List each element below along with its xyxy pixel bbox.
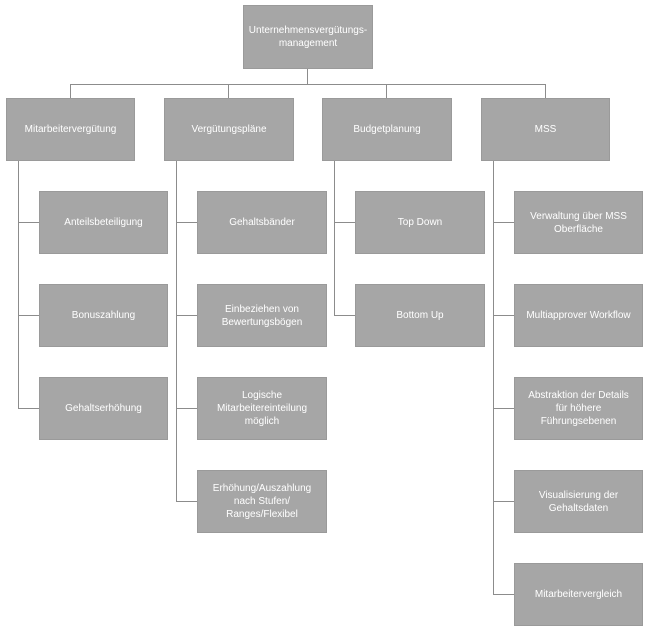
connector-col1-up — [70, 84, 71, 98]
child-node: Logische Mitarbeitereinteilung möglich — [197, 377, 327, 440]
connector-col2-branch — [176, 501, 197, 502]
connector-col2-branch — [176, 408, 197, 409]
connector-col4-branch — [493, 315, 514, 316]
connector-col4-branch — [493, 594, 514, 595]
connector-col4-vertical — [493, 161, 494, 594]
child-label: Bonuszahlung — [71, 310, 136, 321]
connector-col4-branch — [493, 222, 514, 223]
connector-col2-vertical — [176, 161, 177, 501]
child-label: Gehaltsbänder — [229, 217, 295, 228]
child-node: Mitarbeitervergleich — [514, 563, 643, 626]
connector-col1-branch — [18, 315, 39, 316]
child-label: Erhöhung/Auszahlung nach Stufen/ Ranges/… — [212, 483, 312, 520]
connector-col4-up — [545, 84, 546, 98]
connector-col3-up — [386, 84, 387, 98]
child-label: Mitarbeitervergleich — [534, 589, 623, 600]
child-label: Einbeziehen von Bewertungsbögen — [221, 303, 303, 328]
column-header-verguetungsplaene: Vergütungspläne — [164, 98, 294, 161]
child-node: Erhöhung/Auszahlung nach Stufen/ Ranges/… — [197, 470, 327, 533]
child-label: Top Down — [397, 217, 443, 228]
child-label: Anteilsbeteiligung — [64, 217, 143, 228]
child-label: Bottom Up — [396, 310, 444, 321]
child-node: Verwaltung über MSS Oberfläche — [514, 191, 643, 254]
child-node: Top Down — [355, 191, 485, 254]
child-label: Gehaltserhöhung — [65, 403, 142, 414]
column-header-mitarbeiterverguetung: Mitarbeitervergütung — [6, 98, 135, 161]
child-label: Multiapprover Workflow — [526, 310, 631, 321]
child-node: Bottom Up — [355, 284, 485, 347]
child-node: Visualisierung der Gehaltsdaten — [514, 470, 643, 533]
child-node: Abstraktion der Details für höhere Führu… — [514, 377, 643, 440]
child-node: Bonuszahlung — [39, 284, 168, 347]
connector-col1-vertical — [18, 161, 19, 408]
connector-col4-branch — [493, 501, 514, 502]
column-header-mss: MSS — [481, 98, 610, 161]
column-header-budgetplanung: Budgetplanung — [322, 98, 452, 161]
connector-col4-branch — [493, 408, 514, 409]
child-node: Gehaltserhöhung — [39, 377, 168, 440]
connector-col1-branch — [18, 222, 39, 223]
child-label: Visualisierung der Gehaltsdaten — [538, 489, 619, 514]
child-node: Multiapprover Workflow — [514, 284, 643, 347]
connector-col1-branch — [18, 408, 39, 409]
connector-col3-vertical — [334, 161, 335, 315]
column-title: Vergütungspläne — [191, 124, 267, 135]
root-node: Unternehmensvergütungs- management — [243, 5, 373, 69]
column-title: Budgetplanung — [353, 124, 421, 135]
connector-col2-up — [228, 84, 229, 98]
connector-root-down — [307, 69, 308, 85]
root-label: Unternehmensvergütungs- management — [248, 25, 368, 49]
connector-col2-branch — [176, 222, 197, 223]
connector-level1-horizontal — [70, 84, 545, 85]
connector-col2-branch — [176, 315, 197, 316]
child-label: Logische Mitarbeitereinteilung möglich — [216, 390, 308, 427]
column-title: Mitarbeitervergütung — [24, 124, 117, 135]
column-title: MSS — [534, 124, 557, 135]
child-node: Einbeziehen von Bewertungsbögen — [197, 284, 327, 347]
child-node: Anteilsbeteiligung — [39, 191, 168, 254]
child-label: Abstraktion der Details für höhere Führu… — [528, 390, 629, 427]
connector-col3-branch — [334, 315, 355, 316]
connector-col3-branch — [334, 222, 355, 223]
child-label: Verwaltung über MSS Oberfläche — [530, 210, 627, 235]
child-node: Gehaltsbänder — [197, 191, 327, 254]
